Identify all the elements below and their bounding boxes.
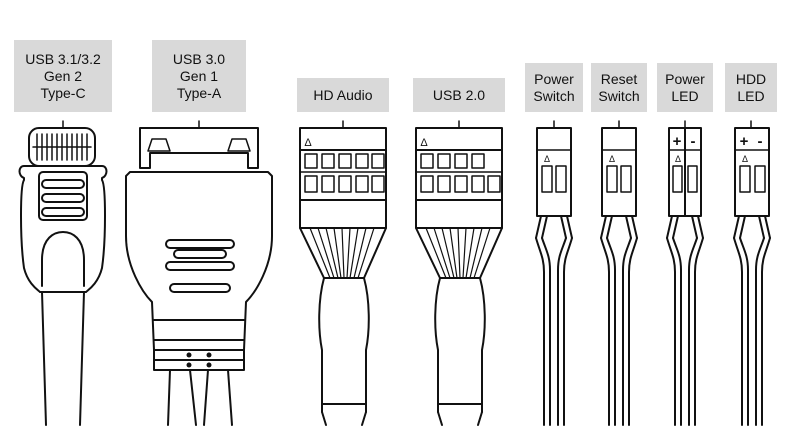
label-line: USB 3.0	[172, 50, 226, 67]
label-line: Switch	[598, 87, 640, 104]
label-line: USB 3.1/3.2	[25, 50, 101, 67]
label-reset-switch: Reset Switch	[591, 63, 647, 112]
hd-audio-connector	[299, 120, 387, 426]
pin1-marker-hdd-led: Δ	[742, 154, 748, 164]
usb2-connector	[415, 120, 503, 426]
usb-c-connector	[18, 120, 108, 426]
label-power-led: Power LED	[657, 63, 713, 112]
minus-sign-hdd-led: -	[758, 133, 763, 150]
pin1-marker-power-led: Δ	[675, 154, 681, 164]
label-hdd-led: HDD LED	[725, 63, 777, 112]
label-line: LED	[671, 87, 699, 104]
label-power-switch: Power Switch	[525, 63, 583, 112]
plus-sign-power-led: +	[673, 133, 682, 150]
label-line: Power	[665, 70, 705, 87]
power-switch-connector	[535, 120, 573, 426]
label-line: Gen 2	[43, 67, 83, 84]
pin1-marker-usb2: Δ	[420, 137, 428, 149]
reset-switch-connector	[600, 120, 638, 426]
plus-sign-hdd-led: +	[740, 133, 749, 150]
label-line: Reset	[600, 70, 638, 87]
label-usb2: USB 2.0	[413, 78, 505, 112]
pin1-marker-reset-switch: Δ	[609, 154, 615, 164]
label-usb-c: USB 3.1/3.2 Gen 2 Type-C	[14, 40, 112, 112]
label-line: LED	[737, 87, 765, 104]
usb3-a-connector	[125, 120, 273, 426]
label-line: Type-C	[40, 84, 86, 101]
label-line: Gen 1	[179, 67, 219, 84]
hdd-led-connector	[733, 120, 771, 426]
pin1-marker-power-switch: Δ	[544, 154, 550, 164]
label-line: USB 2.0	[432, 86, 486, 103]
label-line: Switch	[533, 87, 575, 104]
label-hd-audio: HD Audio	[297, 78, 389, 112]
pin1-marker-hd-audio: Δ	[304, 137, 312, 149]
label-line: Type-A	[176, 84, 222, 101]
label-usb3-a: USB 3.0 Gen 1 Type-A	[152, 40, 246, 112]
label-line: HDD	[735, 70, 767, 87]
label-line: Power	[534, 70, 574, 87]
minus-sign-power-led: -	[691, 133, 696, 150]
power-led-connector	[666, 120, 704, 426]
label-line: HD Audio	[313, 86, 373, 103]
